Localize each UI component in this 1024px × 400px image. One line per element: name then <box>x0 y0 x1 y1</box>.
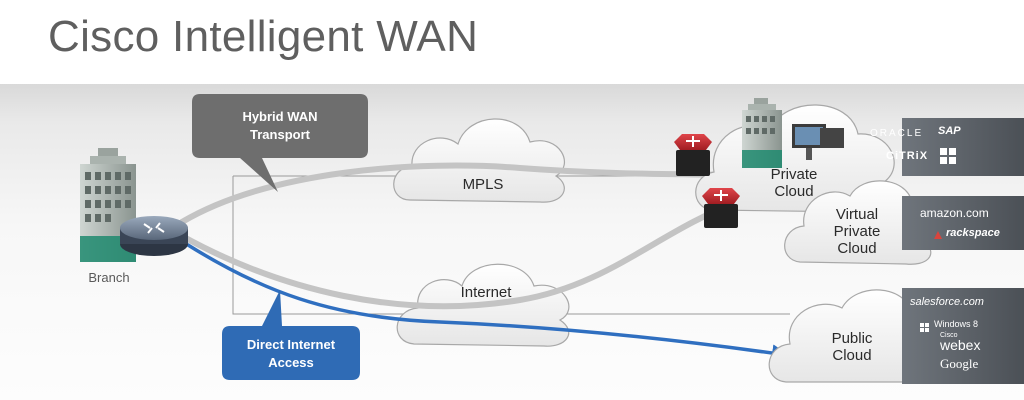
mpls-label: MPLS <box>462 176 504 193</box>
direct-internet-callout <box>222 290 360 380</box>
webex-logo: webex <box>940 337 981 353</box>
branch-label: Branch <box>88 270 130 285</box>
public-cloud-label: Public Cloud <box>831 330 873 364</box>
windows-icon <box>940 148 956 164</box>
private-cloud-vendor-panel <box>902 118 1024 176</box>
sap-logo: SAP <box>938 125 961 137</box>
slide-title: Cisco Intelligent WAN <box>48 12 479 61</box>
windows8-logo: Windows 8 <box>934 319 979 329</box>
telepresence-icon <box>792 124 844 160</box>
mpls-edge-router-icon <box>674 134 712 176</box>
google-logo: Google <box>940 356 979 371</box>
internet-label: Internet <box>460 284 512 301</box>
direct-internet-path <box>186 243 790 362</box>
internet-edge-router-icon <box>702 188 740 228</box>
direct-internet-label: Direct Internet Access <box>246 337 336 370</box>
private-cloud-label: Private Cloud <box>770 166 818 200</box>
cisco-logo: Cisco <box>940 332 958 339</box>
hybrid-wan-label: Hybrid WAN Transport <box>242 109 318 142</box>
rackspace-icon <box>932 228 944 240</box>
amazon-logo: amazon.com <box>920 206 989 220</box>
virtual-private-cloud-label: Virtual Private Cloud <box>833 206 881 257</box>
windows8-icon <box>920 320 930 332</box>
rackspace-logo: rackspace <box>946 227 1000 239</box>
oracle-logo: ORACLE <box>870 128 924 139</box>
salesforce-logo: salesforce.com <box>910 296 984 308</box>
datacenter-building-icon <box>742 98 782 168</box>
virtual-cloud-vendor-panel <box>902 196 1024 250</box>
branch-router-icon <box>120 216 188 256</box>
hybrid-wan-paths <box>179 159 754 310</box>
citrix-logo: CiTRiX <box>886 150 929 162</box>
hybrid-wan-callout <box>192 94 368 192</box>
public-cloud-vendor-panel <box>902 288 1024 384</box>
